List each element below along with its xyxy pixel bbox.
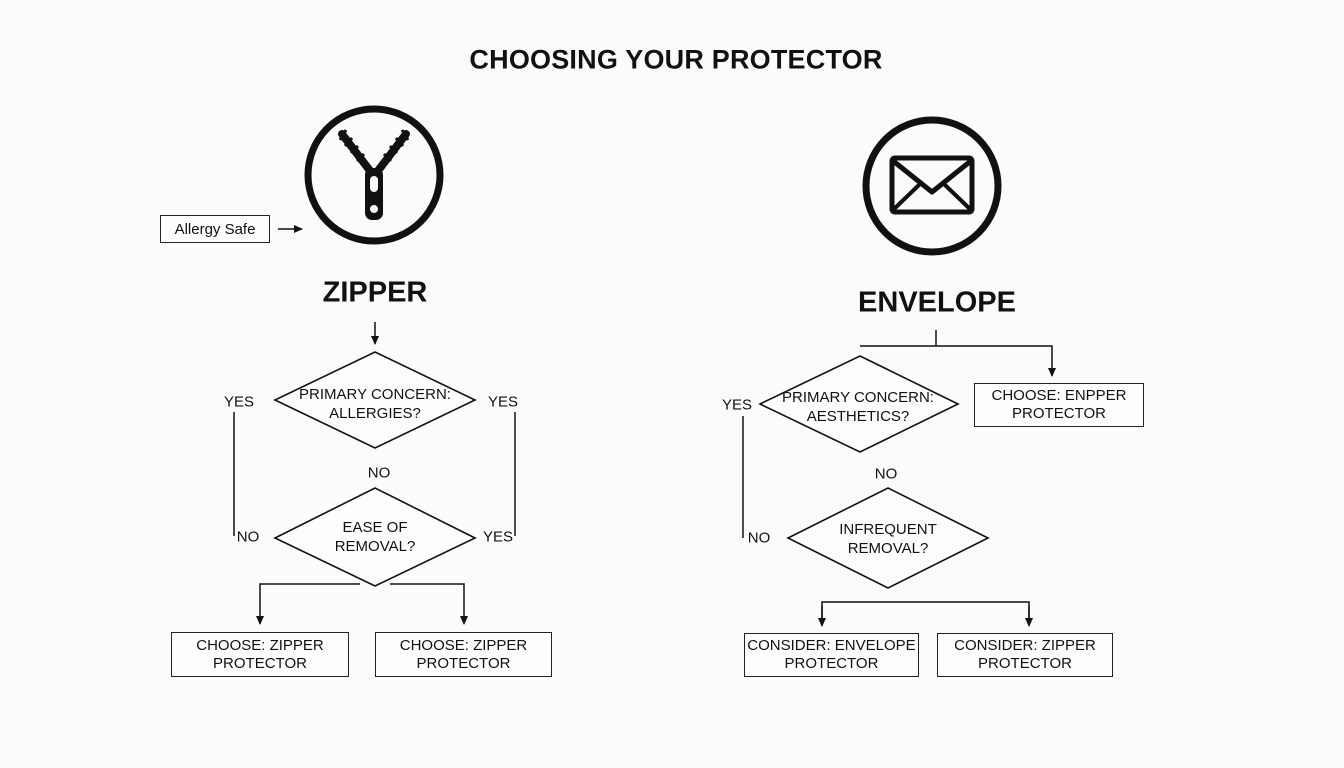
no-label: NO xyxy=(874,465,898,483)
outcome-box: CONSIDER: ZIPPER PROTECTOR xyxy=(937,633,1113,677)
removal-decision-diamond xyxy=(273,487,477,587)
allergies-question: PRIMARY CONCERN: ALLERGIES? xyxy=(299,386,451,422)
allergies-decision-diamond xyxy=(273,351,477,449)
no-label: NO xyxy=(236,528,260,546)
zipper-icon xyxy=(304,105,444,245)
aesthetics-decision-diamond xyxy=(758,355,960,453)
removal-question: EASE OF REMOVAL? xyxy=(334,519,416,555)
yes-label: YES xyxy=(223,393,255,411)
no-label: NO xyxy=(747,529,771,547)
allergy-safe-tag: Allergy Safe xyxy=(160,215,270,243)
envelope-icon xyxy=(862,116,1002,256)
page-title: CHOOSING YOUR PROTECTOR xyxy=(469,44,883,75)
yes-label: YES xyxy=(482,528,514,546)
no-label: NO xyxy=(367,464,391,482)
outcome-box: CHOOSE: ZIPPER PROTECTOR xyxy=(171,632,349,677)
infrequent-removal-question: INFREQUENT REMOVAL? xyxy=(839,521,937,557)
yes-label: YES xyxy=(487,393,519,411)
outcome-box: CHOOSE: ZIPPER PROTECTOR xyxy=(375,632,552,677)
side-outcome-box: CHOOSE: ENPPER PROTECTOR xyxy=(974,383,1144,427)
aesthetics-question: PRIMARY CONCERN: AESTHETICS? xyxy=(782,389,934,425)
envelope-heading: ENVELOPE xyxy=(858,286,1016,319)
infrequent-removal-decision-diamond xyxy=(786,487,990,589)
yes-label: YES xyxy=(721,396,753,414)
zipper-heading: ZIPPER xyxy=(322,276,428,309)
allergy-safe-label: Allergy Safe xyxy=(174,220,256,238)
outcome-box: CONSIDER: ENVELOPE PROTECTOR xyxy=(744,633,919,677)
